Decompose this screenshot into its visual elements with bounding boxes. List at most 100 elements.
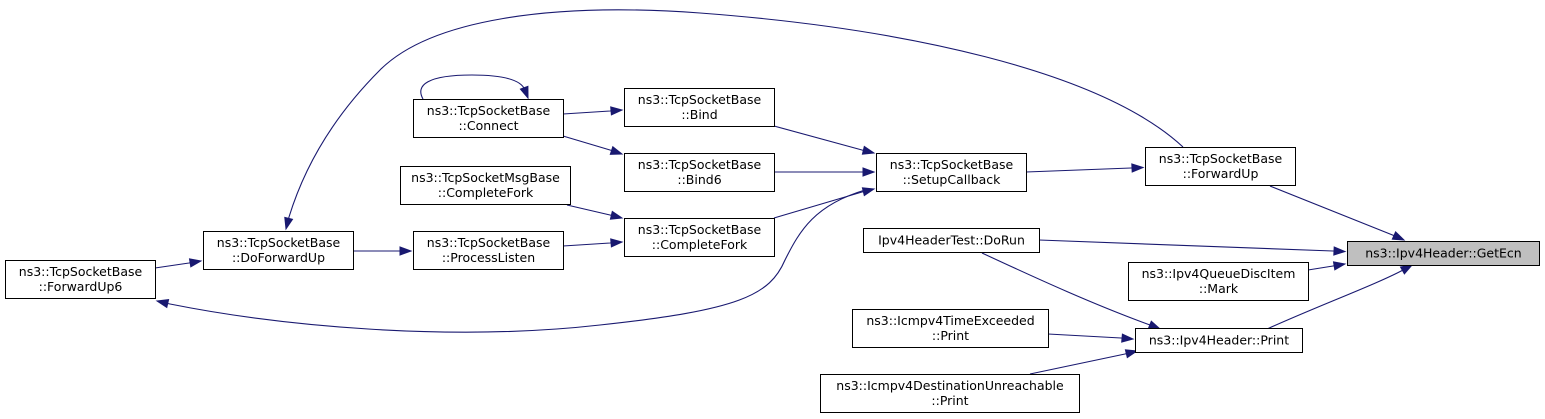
edge-setupcallback-to-forwardup [1025,163,1145,173]
focus-node-box[interactable] [1347,241,1540,266]
node-processlisten[interactable]: ns3::TcpSocketBase::ProcessListen [413,231,564,270]
edge-arrowhead [284,216,294,231]
edge-line [562,242,612,247]
node-label-line: ::Mark [1199,281,1239,296]
nodes-layer: ns3::Ipv4Header::GetEcnns3::TcpSocketBas… [5,88,1540,413]
edge-arrowhead [519,85,529,100]
edge-line [1269,185,1396,237]
edge-dorun-to-getecn [1038,239,1347,256]
edge-line [1047,333,1123,339]
node-print[interactable]: ns3::Ipv4Header::Print [1135,328,1303,353]
edge-line [562,110,612,115]
edge-line [1038,239,1334,252]
edge-arrowhead [610,238,624,248]
edge-completefork-to-setupcallback [773,187,876,219]
edge-msgcompletefork-to-completefork [566,204,624,220]
node-label-line: ns3::Icmpv4TimeExceeded [866,313,1034,328]
edge-arrowhead [1121,333,1135,343]
edge-arrowhead [610,106,624,116]
node-label-line: Ipv4HeaderTest::DoRun [878,233,1025,248]
edge-line [1307,265,1335,271]
edge-arrowhead [609,210,624,220]
node-label-line: ns3::TcpSocketBase [890,157,1014,172]
node-label-line: ::ProcessListen [442,250,535,265]
node-label-line: ::Print [931,393,968,408]
node-label-line: ns3::TcpSocketMsgBase [411,170,560,185]
node-box[interactable] [624,88,775,127]
node-box[interactable] [1145,147,1296,186]
edge-line [1025,167,1132,173]
edge-arrowhead [399,246,413,256]
edge-connect-to-bind6 [562,135,624,155]
node-connect[interactable]: ns3::TcpSocketBase::Connect [413,99,564,138]
node-dorun[interactable]: Ipv4HeaderTest::DoRun [863,228,1040,253]
edge-arrowhead [862,167,876,177]
node-label-line: ns3::TcpSocketBase [217,235,341,250]
node-forwardup6[interactable]: ns3::TcpSocketBase::ForwardUp6 [5,260,156,299]
edge-doforwardup-to-processlisten [353,246,413,256]
edge-arrowhead [1131,163,1145,173]
node-label-line: ::ForwardUp6 [39,279,123,294]
node-label-line: ::CompleteFork [652,237,748,252]
node-box[interactable] [876,153,1027,192]
node-mark[interactable]: ns3::Ipv4QueueDiscItem::Mark [1128,262,1309,301]
edge-timeexceeded-to-print [1047,333,1135,343]
edge-line [773,125,864,151]
edge-line [288,9,1184,219]
edge-bind-to-setupcallback [773,125,876,155]
node-forwardup[interactable]: ns3::TcpSocketBase::ForwardUp [1145,147,1296,186]
edge-arrowhead [1391,231,1406,241]
node-box[interactable] [400,166,571,205]
node-box[interactable] [852,309,1049,348]
node-label-line: ns3::TcpSocketBase [427,235,551,250]
node-bind6[interactable]: ns3::TcpSocketBase::Bind6 [624,153,775,192]
node-label-line: ns3::TcpSocketBase [19,264,143,279]
edge-line [562,135,612,152]
node-destunreach[interactable]: ns3::Icmpv4DestinationUnreachable::Print [820,374,1080,413]
node-box[interactable] [1128,262,1309,301]
edge-line [981,252,1151,326]
node-completefork[interactable]: ns3::TcpSocketBase::CompleteFork [624,218,775,257]
edge-arrowhead [1332,261,1347,271]
node-box[interactable] [413,99,564,138]
edge-forwardup-to-getecn [1269,185,1406,241]
edge-forwardup6-to-doforwardup [154,258,203,269]
node-label-line: ns3::Ipv4Header::Print [1149,333,1289,348]
edge-connect-to-connect [420,74,529,100]
edge-forwardup-to-doforwardup [284,9,1184,231]
node-label-line: ns3::TcpSocketBase [638,222,762,237]
node-msgcompletefork[interactable]: ns3::TcpSocketMsgBase::CompleteFork [400,166,571,205]
node-box[interactable] [624,218,775,257]
node-label-line: ::CompleteFork [438,185,534,200]
node-label-line: ::DoForwardUp [232,250,325,265]
node-box[interactable] [820,374,1080,413]
node-label-line: ns3::TcpSocketBase [638,157,762,172]
node-label-line: ::Bind6 [677,172,721,187]
edge-arrowhead [1147,320,1162,330]
edge-line [1029,353,1127,375]
node-getecn[interactable]: ns3::Ipv4Header::GetEcn [1347,241,1540,266]
node-setupcallback[interactable]: ns3::TcpSocketBase::SetupCallback [876,153,1027,192]
edge-line [773,191,864,219]
node-label-line: ns3::TcpSocketBase [638,92,762,107]
node-timeexceeded[interactable]: ns3::Icmpv4TimeExceeded::Print [852,309,1049,348]
node-label-line: ::Print [932,328,969,343]
node-box[interactable] [624,153,775,192]
node-label-line: ::SetupCallback [903,172,1002,187]
node-label-line: ns3::Ipv4Header::GetEcn [1365,246,1521,261]
node-box[interactable] [203,231,354,270]
node-box[interactable] [863,228,1040,253]
node-label-line: ns3::TcpSocketBase [427,103,551,118]
edge-line [154,262,191,269]
edge-line [420,74,526,100]
edge-processlisten-to-completefork [562,238,624,248]
edge-destunreach-to-print [1029,349,1139,375]
node-label-line: ::Connect [458,118,518,133]
node-doforwardup[interactable]: ns3::TcpSocketBase::DoForwardUp [203,231,354,270]
node-bind[interactable]: ns3::TcpSocketBase::Bind [624,88,775,127]
node-box[interactable] [1135,328,1303,353]
node-box[interactable] [5,260,156,299]
node-box[interactable] [413,231,564,270]
node-label-line: ns3::TcpSocketBase [1159,151,1283,166]
